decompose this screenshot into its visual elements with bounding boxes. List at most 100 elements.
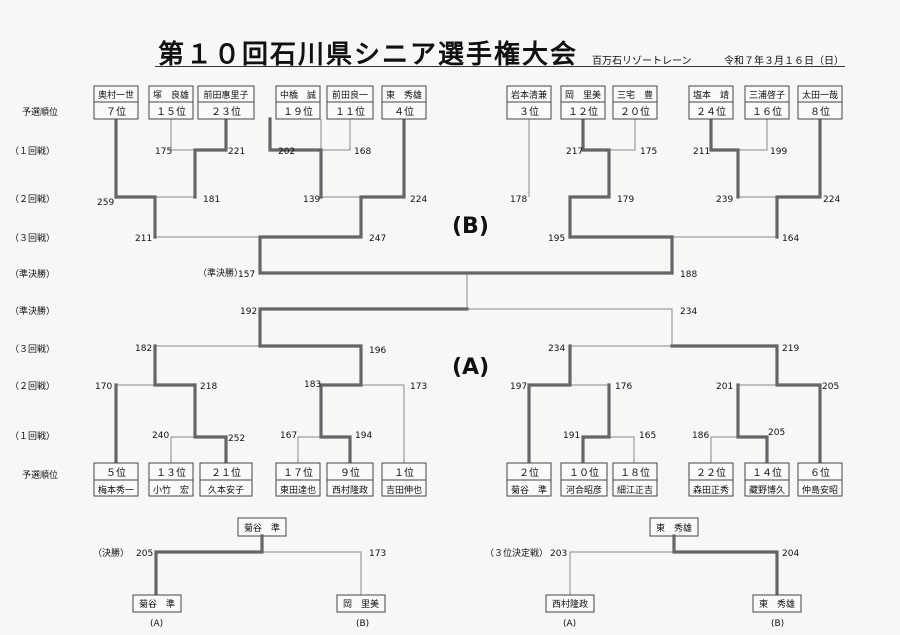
third-right-score: 204 bbox=[782, 549, 799, 559]
player-seed: １８位 bbox=[620, 466, 650, 479]
final-left-group: (A) bbox=[150, 619, 163, 629]
score: 164 bbox=[782, 234, 799, 244]
final-left-score: 205 bbox=[136, 549, 153, 559]
label-third: （３位決定戦） bbox=[485, 547, 548, 559]
player-seed: １７位 bbox=[283, 466, 313, 479]
player-seed: １１位 bbox=[335, 105, 365, 118]
score: 165 bbox=[639, 431, 656, 441]
player-seed: ２４位 bbox=[696, 105, 726, 118]
score: 157 bbox=[238, 270, 255, 280]
score: 179 bbox=[617, 195, 634, 205]
score: 240 bbox=[152, 431, 169, 441]
third-left-group: (A) bbox=[563, 619, 576, 629]
score: 195 bbox=[548, 234, 565, 244]
label-semi-b: （準決勝） bbox=[10, 268, 55, 280]
player-seed: １４位 bbox=[752, 466, 782, 479]
score: 205 bbox=[768, 428, 785, 438]
player-name: 三浦啓子 bbox=[749, 89, 785, 101]
player-seed: ３位 bbox=[519, 105, 539, 118]
scores-b: 175 221 202 168 217 175 211 199 259 181 … bbox=[97, 147, 840, 280]
bracket-a-winners bbox=[114, 307, 822, 474]
bracket-a-lines bbox=[116, 308, 777, 472]
player-name: 梅本秀一 bbox=[98, 484, 134, 496]
score: 168 bbox=[354, 147, 371, 157]
final-left-name: 菊谷 準 bbox=[139, 598, 175, 610]
score: 173 bbox=[410, 382, 427, 392]
third-left-name: 西村隆政 bbox=[552, 598, 588, 610]
player-name: 塚 良雄 bbox=[153, 89, 189, 101]
player-seed: ９位 bbox=[340, 466, 360, 479]
player-name: 三宅 豊 bbox=[617, 89, 653, 101]
player-name: 東田達也 bbox=[280, 484, 316, 496]
score: 247 bbox=[369, 234, 386, 244]
player-name: 久本安子 bbox=[208, 484, 244, 496]
label-r1-a: （１回戦） bbox=[10, 430, 55, 442]
score: 224 bbox=[823, 195, 840, 205]
score: 259 bbox=[97, 198, 114, 208]
player-seed: ２０位 bbox=[620, 105, 650, 118]
player-seed: ７位 bbox=[106, 105, 126, 118]
score: 205 bbox=[822, 382, 839, 392]
score: 197 bbox=[510, 382, 527, 392]
player-seed: ８位 bbox=[810, 105, 830, 118]
label-r3-a: （３回戦） bbox=[10, 343, 55, 355]
score: 219 bbox=[782, 344, 799, 354]
score: 218 bbox=[200, 382, 217, 392]
third-winner-name: 東 秀雄 bbox=[656, 522, 692, 534]
player-seed: ６位 bbox=[810, 466, 830, 479]
player-name: 森田正秀 bbox=[693, 484, 729, 496]
score: 194 bbox=[355, 431, 372, 441]
score: 176 bbox=[615, 382, 632, 392]
venue-label: 百万石リゾートレーン bbox=[592, 56, 692, 67]
player-seed: １３位 bbox=[156, 466, 186, 479]
player-name: 仲島安昭 bbox=[802, 484, 838, 496]
score: 234 bbox=[680, 307, 697, 317]
score: 186 bbox=[692, 431, 709, 441]
third-right-name: 東 秀雄 bbox=[759, 598, 795, 610]
player-name: 太田一哉 bbox=[802, 89, 838, 101]
player-name: 河合昭彦 bbox=[566, 484, 602, 496]
player-name: 菊谷 準 bbox=[511, 484, 547, 496]
player-seed: １０位 bbox=[569, 466, 599, 479]
title-underline bbox=[155, 66, 845, 67]
bracket-b-winners bbox=[114, 117, 822, 275]
player-name: 奥村一世 bbox=[98, 89, 134, 101]
score: 202 bbox=[278, 147, 295, 157]
player-name: 中橋 誠 bbox=[280, 89, 316, 101]
score: 181 bbox=[203, 195, 220, 205]
player-name: 細江正吉 bbox=[617, 484, 653, 496]
final-right-name: 岡 里美 bbox=[343, 598, 379, 610]
score: 170 bbox=[95, 382, 112, 392]
players-b bbox=[93, 85, 843, 120]
player-name: 藏野博久 bbox=[749, 484, 785, 496]
score: 175 bbox=[155, 147, 172, 157]
label-semi-a: （準決勝） bbox=[10, 305, 55, 317]
label-r2-b: （２回戦） bbox=[10, 193, 55, 205]
player-name: 吉田伸也 bbox=[386, 484, 422, 496]
final-right-group: (B) bbox=[356, 619, 369, 629]
player-seed: ４位 bbox=[394, 105, 414, 118]
label-r3-b: （３回戦） bbox=[10, 232, 55, 244]
score: 192 bbox=[240, 307, 257, 317]
player-seed: １６位 bbox=[752, 105, 782, 118]
player-seed: １２位 bbox=[568, 105, 598, 118]
player-seed: ２位 bbox=[519, 466, 539, 479]
label-seed-b: 予選順位 bbox=[22, 106, 58, 118]
final-match: （決勝） 菊谷 準 205 173 菊谷 準 (A) 岡 里美 (B) bbox=[93, 517, 386, 629]
score: 239 bbox=[716, 195, 733, 205]
score: 199 bbox=[770, 147, 787, 157]
player-name: 前田惠里子 bbox=[203, 89, 248, 101]
label-semi-inline: （準決勝） bbox=[198, 267, 243, 279]
final-right-score: 173 bbox=[369, 549, 386, 559]
score: 178 bbox=[510, 195, 527, 205]
player-seed: ２１位 bbox=[211, 466, 241, 479]
label-final: （決勝） bbox=[93, 547, 129, 559]
score: 217 bbox=[566, 147, 583, 157]
score: 211 bbox=[693, 147, 710, 157]
player-seed: ５位 bbox=[106, 466, 126, 479]
third-left-score: 203 bbox=[550, 549, 567, 559]
score: 234 bbox=[548, 344, 565, 354]
player-name: 岩本清兼 bbox=[511, 89, 547, 101]
score: 183 bbox=[304, 380, 321, 390]
